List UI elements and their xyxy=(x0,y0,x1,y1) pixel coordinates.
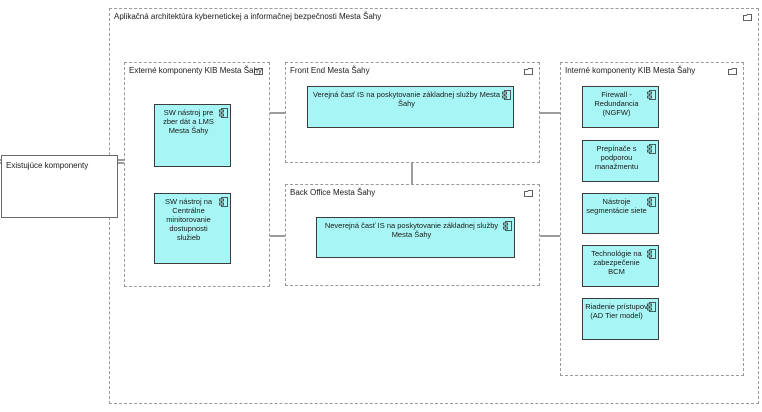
component-icon xyxy=(647,144,656,154)
component-icon xyxy=(647,90,656,100)
component-label: Riadenie prístupov (AD Tier model) xyxy=(585,302,648,320)
outer-group-title: Aplikačná architektúra kybernetickej a i… xyxy=(114,12,382,21)
component-bcm[interactable]: Technológie na zabezpečenie BCM xyxy=(582,245,659,287)
component-label: Prepínače s podporou manažmentu xyxy=(594,144,639,171)
component-label: Technológie na zabezpečenie BCM xyxy=(591,249,642,276)
component-sw-monitoring[interactable]: SW nástroj na Centrálne minitorovanie do… xyxy=(154,193,231,264)
note-label: Existujúce komponenty xyxy=(6,161,89,170)
component-public-is[interactable]: Verejná časť IS na poskytovanie základne… xyxy=(307,86,514,128)
component-segmentation[interactable]: Nástroje segmentácie siete xyxy=(582,193,659,234)
folder-icon xyxy=(524,68,533,75)
component-private-is[interactable]: Neverejná časť IS na poskytovanie základ… xyxy=(316,217,515,258)
group-internal-title: Interné komponenty KIB Mesta Šahy xyxy=(565,66,696,75)
component-switches[interactable]: Prepínače s podporou manažmentu xyxy=(582,140,659,182)
group-frontend-title: Front End Mesta Šahy xyxy=(290,66,370,75)
component-label: SW nástroj na Centrálne minitorovanie do… xyxy=(164,197,213,242)
component-label: Firewall - Redundancia (NGFW) xyxy=(594,90,639,117)
component-icon xyxy=(219,197,228,207)
component-icon xyxy=(502,90,511,100)
component-label: SW nástroj pre zber dát a LMS Mesta Šahy xyxy=(163,108,214,135)
component-icon xyxy=(503,221,512,231)
component-label: Nástroje segmentácie siete xyxy=(586,197,647,215)
component-icon xyxy=(647,302,656,312)
group-backoffice-title: Back Office Mesta Šahy xyxy=(290,188,376,197)
component-icon xyxy=(219,108,228,118)
folder-icon xyxy=(254,68,263,75)
existing-components-note[interactable]: Existujúce komponenty xyxy=(1,155,118,218)
component-icon xyxy=(647,249,656,259)
group-external-title: Externé komponenty KIB Mesta Šahy xyxy=(129,66,262,75)
component-label: Verejná časť IS na poskytovanie základne… xyxy=(312,90,501,108)
component-icon xyxy=(647,197,656,207)
folder-icon xyxy=(743,14,752,21)
component-access-control[interactable]: Riadenie prístupov (AD Tier model) xyxy=(582,298,659,340)
component-label: Neverejná časť IS na poskytovanie základ… xyxy=(324,221,499,239)
component-sw-lms[interactable]: SW nástroj pre zber dát a LMS Mesta Šahy xyxy=(154,104,231,167)
folder-icon xyxy=(524,190,533,197)
folder-icon xyxy=(728,68,737,75)
component-firewall[interactable]: Firewall - Redundancia (NGFW) xyxy=(582,86,659,128)
